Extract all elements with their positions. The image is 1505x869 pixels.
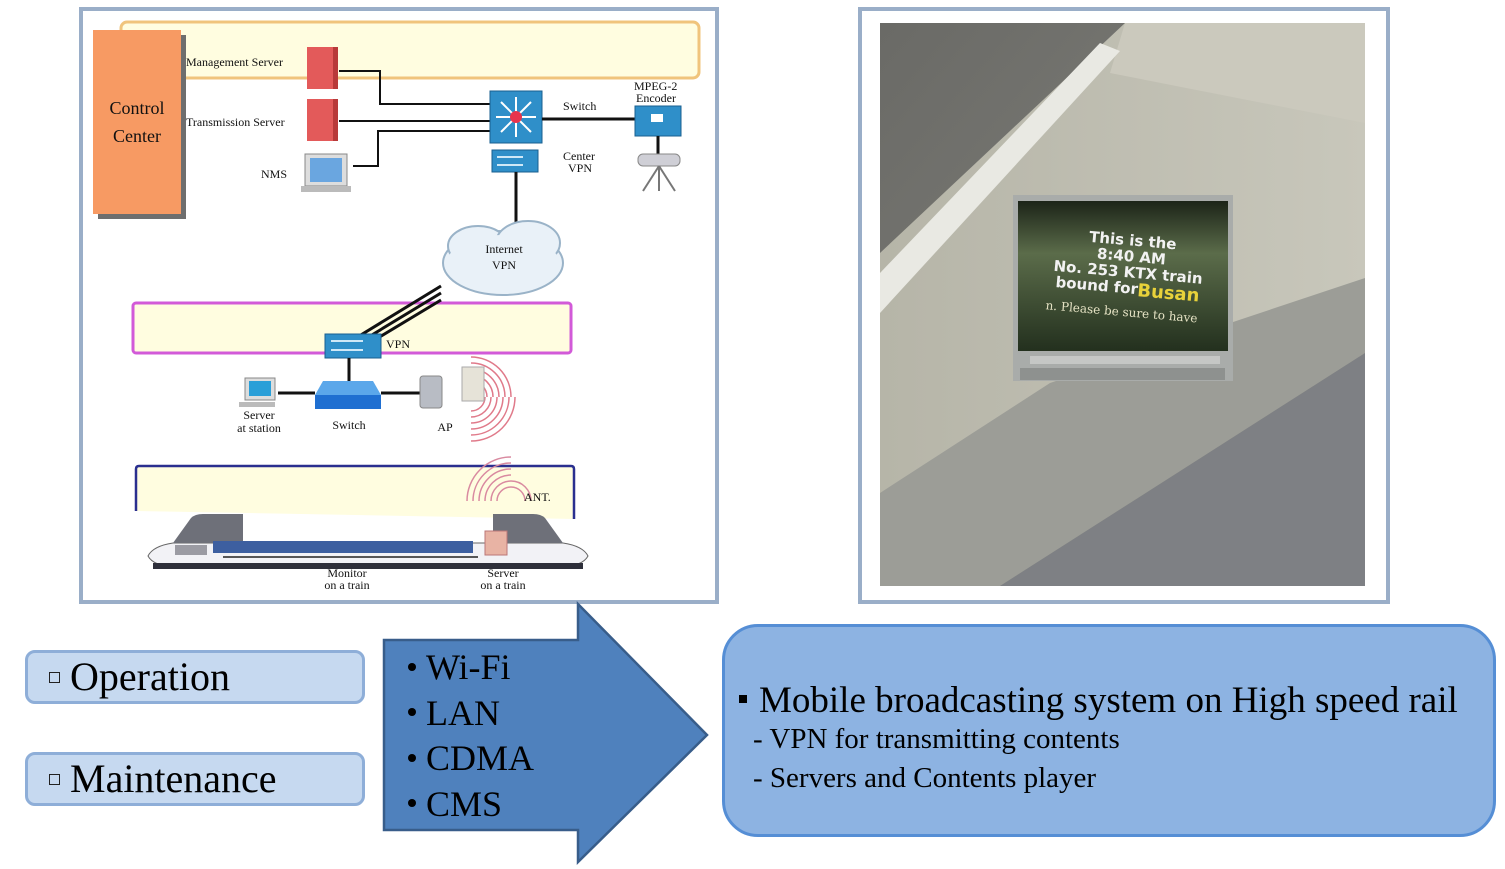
technology-list: Wi-Fi LAN CDMA CMS [408,645,534,827]
screen-line-2: 8:40 AM [1096,245,1166,269]
mpeg-encoder-icon [634,105,682,137]
transmission-server-label: Transmission Server [186,115,285,129]
square-bullet-icon [739,694,747,703]
monitor-on-train-label-2: on a train [324,578,369,592]
technology-item: CDMA [408,736,534,782]
mpeg-encoder-label-2: Encoder [636,91,676,105]
control-center-zone [119,20,701,80]
management-server-label: Management Server [186,55,283,69]
arrow-shape [382,600,709,865]
antenna-label: ANT. [524,490,551,504]
square-bullet-icon [49,773,60,785]
train-monitor-photo-panel: This is the 8:40 AM No. 253 KTX train bo… [858,7,1390,604]
control-center-label-2: Center [113,126,161,146]
technology-item: CMS [408,782,534,828]
train-wireless-signal-icon [466,456,532,502]
server-at-station-label-1: Server [243,408,274,422]
link-nms-switch [353,130,493,167]
transmission-server-icon [307,99,338,141]
train-icon [147,514,589,569]
train-zone [134,464,576,519]
center-vpn-label-2: VPN [568,161,592,175]
bullet-icon [408,662,416,671]
access-point-icon [419,375,443,409]
station-switch-label: Switch [332,418,365,432]
internet-vpn-label-1: Internet [485,242,523,256]
bullet-icon [408,753,416,762]
antenna-panel-icon [461,366,485,402]
monitor-on-train-label-1: Monitor [327,566,366,580]
result-box: Mobile broadcasting system on High speed… [722,624,1496,837]
photo-scene: This is the 8:40 AM No. 253 KTX train bo… [880,23,1365,586]
center-switch-icon [489,90,543,144]
category-label: Operation [70,654,230,699]
server-on-train-label-2: on a train [480,578,525,592]
category-label: Maintenance [70,756,277,801]
network-diagram-panel: Control Center Management Server Transmi… [79,7,719,604]
technology-label: CMS [426,783,503,824]
technology-label: CDMA [426,738,535,778]
technology-item: LAN [408,691,534,737]
nms-computer-icon [301,153,351,192]
result-item: - VPN for transmitting contents [753,723,1120,755]
ap-label: AP [437,420,453,434]
center-vpn-label-1: Center [563,149,595,163]
technology-label: LAN [426,692,500,733]
internet-vpn-label-2: VPN [492,258,516,272]
nms-label: NMS [261,167,287,181]
station-vpn-icon [324,333,382,359]
station-switch-icon [315,381,381,409]
server-on-train-label-1: Server [487,566,518,580]
station-vpn-label: VPN [386,337,410,351]
category-maintenance: Maintenance [25,752,365,806]
management-server-icon [307,47,338,89]
link-management-switch [339,70,493,105]
mpeg-encoder-label-1: MPEG-2 [634,79,677,93]
technology-label: Wi-Fi [426,647,511,687]
result-title: Mobile broadcasting system on High speed… [739,679,1458,722]
control-center-label-1: Control [109,98,164,118]
result-item: - Servers and Contents player [753,762,1097,794]
center-vpn-icon [491,149,539,173]
train-monitor-photo: This is the 8:40 AM No. 253 KTX train bo… [880,23,1365,586]
flow-arrow [382,600,709,865]
network-diagram: Control Center Management Server Transmi… [93,20,701,592]
bullet-icon [408,799,416,808]
category-operation: Operation [25,650,365,704]
center-switch-label: Switch [563,99,596,113]
result-title-text: Mobile broadcasting system on High speed… [759,680,1458,721]
square-bullet-icon [49,671,60,683]
internet-cloud-icon [442,220,564,296]
monitor-screen [1018,201,1228,351]
server-at-station-label-2: at station [237,421,281,435]
video-camera-icon [637,153,681,192]
control-center-block [93,30,181,214]
technology-item: Wi-Fi [408,645,534,691]
station-server-icon [239,377,276,407]
bullet-icon [408,708,416,717]
